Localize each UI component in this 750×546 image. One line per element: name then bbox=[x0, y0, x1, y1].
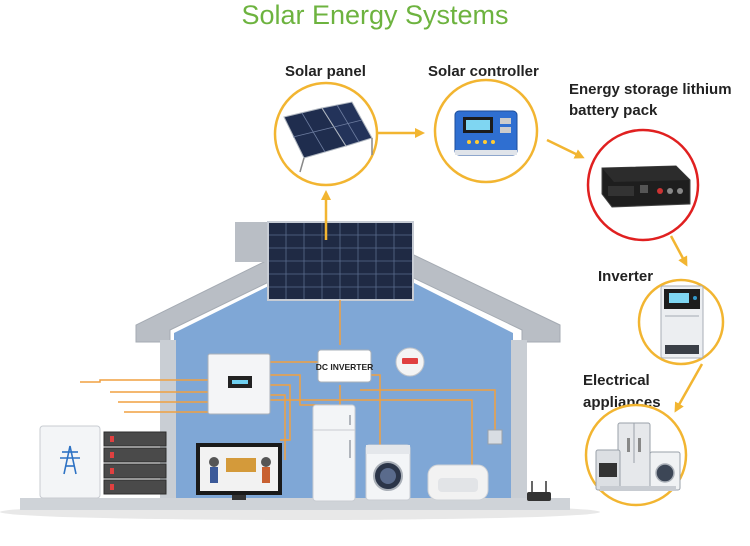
grid-battery-box bbox=[39, 425, 101, 499]
chimney bbox=[235, 222, 269, 262]
appliances-icon bbox=[595, 422, 681, 491]
right-pillar bbox=[511, 340, 527, 500]
dc-inverter-label: DC INVERTER bbox=[316, 362, 374, 372]
label-inverter: Inverter bbox=[598, 268, 654, 285]
dc-inverter-box: DC INVERTER bbox=[316, 349, 374, 383]
label-solar-panel: Solar panel bbox=[285, 63, 366, 80]
house-hybrid-inverter bbox=[207, 353, 271, 415]
label-solar-controller: Solar controller bbox=[428, 63, 539, 80]
tv-icon bbox=[196, 443, 282, 500]
label-battery-line1: Energy storage lithium bbox=[569, 81, 732, 98]
washing-machine-icon bbox=[365, 444, 411, 501]
arrow-inverter-to-appliances bbox=[674, 363, 704, 413]
solar-controller-circle bbox=[433, 78, 539, 184]
battery-rack-icon bbox=[103, 431, 167, 495]
fridge-icon bbox=[312, 404, 356, 502]
label-appliances-line1: Electrical bbox=[583, 372, 650, 389]
battery-pack-icon bbox=[601, 165, 691, 208]
battery-circle bbox=[586, 128, 700, 242]
floor bbox=[20, 498, 570, 510]
lamp-icon bbox=[487, 429, 503, 445]
arrow-controller-to-battery bbox=[546, 138, 585, 159]
solar-panel-icon bbox=[283, 101, 373, 173]
charge-controller-icon bbox=[454, 110, 518, 156]
label-battery-line2: battery pack bbox=[569, 102, 658, 119]
arrow-battery-to-inverter bbox=[669, 235, 688, 267]
sofa-icon bbox=[427, 464, 489, 501]
solar-panel-circle bbox=[273, 81, 379, 187]
inverter-circle bbox=[637, 278, 725, 366]
transmission-tower-icon bbox=[60, 445, 80, 475]
thermostat-icon bbox=[395, 347, 425, 377]
page-title: Solar Energy Systems bbox=[241, 0, 509, 30]
inverter-icon bbox=[660, 285, 704, 359]
flow-arrows bbox=[321, 128, 704, 413]
roof-solar-panel bbox=[267, 221, 414, 301]
router-icon bbox=[527, 481, 551, 501]
appliances-circle bbox=[584, 403, 688, 507]
